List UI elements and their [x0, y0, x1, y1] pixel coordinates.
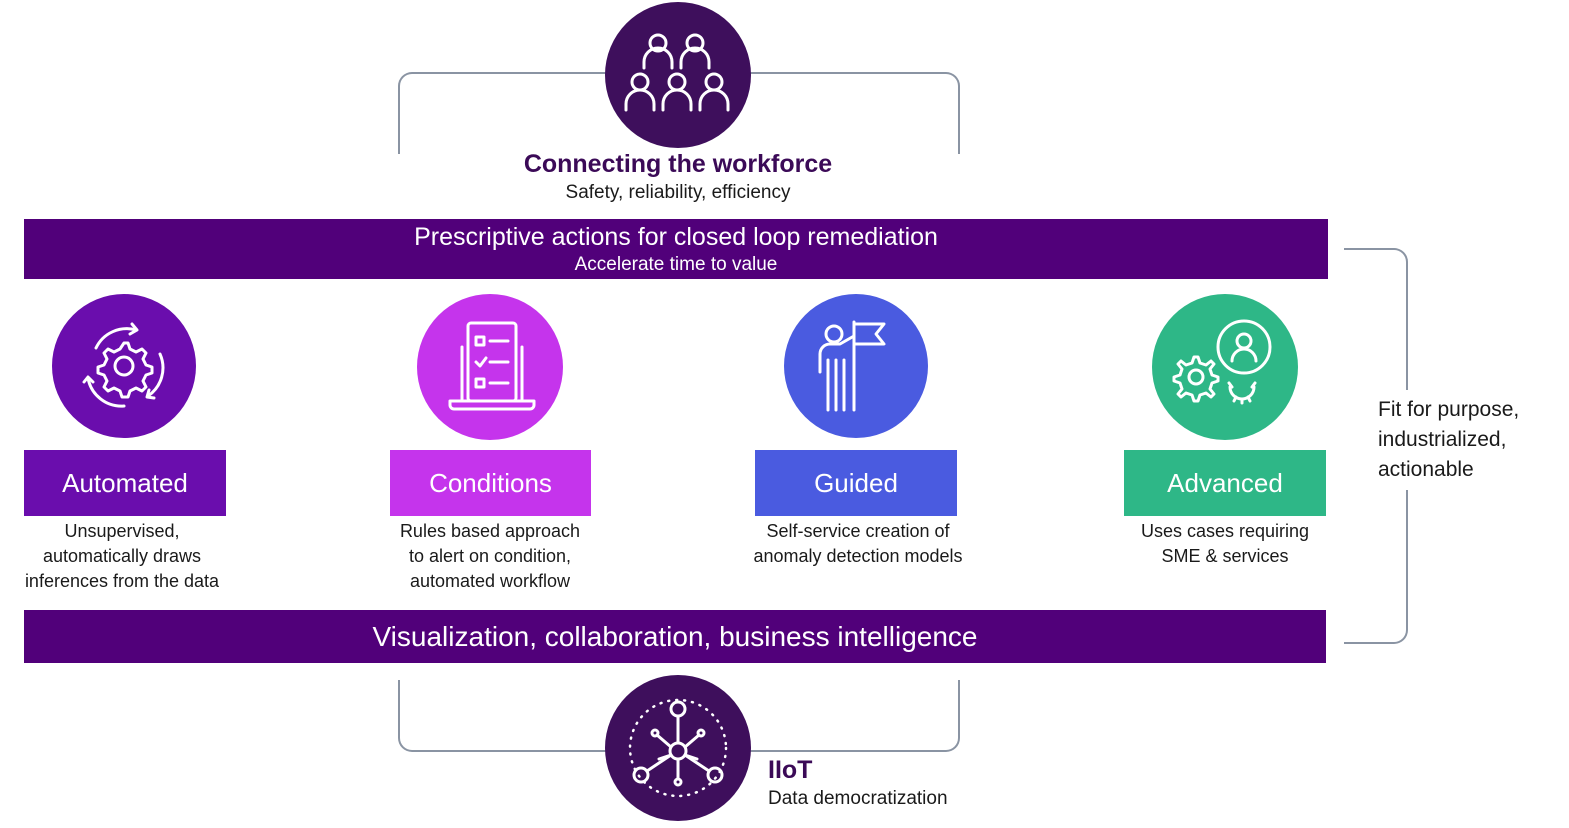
automated-label: Automated	[24, 450, 226, 516]
automated-label-text: Automated	[62, 467, 188, 498]
iiot-circle	[605, 675, 751, 821]
guided-circle	[784, 294, 928, 438]
automated-circle	[52, 294, 196, 438]
gears-person-icon	[1172, 319, 1272, 405]
top-subtitle: Safety, reliability, efficiency	[565, 182, 791, 203]
prescriptive-subtitle: Accelerate time to value	[574, 254, 778, 275]
prescriptive-title: Prescriptive actions for closed loop rem…	[414, 223, 938, 251]
automated-desc: Unsupervised, automatically draws infere…	[24, 521, 220, 591]
conditions-label: Conditions	[390, 450, 591, 516]
guided-label: Guided	[755, 450, 957, 516]
visualization-band: Visualization, collaboration, business i…	[24, 610, 1326, 663]
advanced-label-text: Advanced	[1167, 467, 1283, 498]
side-note: Fit for purpose, industrialized, actiona…	[1378, 398, 1520, 481]
bottom-title: IIoT	[768, 756, 813, 784]
side-note-mask	[1370, 390, 1540, 490]
bottom-subtitle: Data democratization	[768, 788, 948, 809]
conditions-circle	[417, 294, 563, 440]
guided-desc: Self-service creation of anomaly detecti…	[753, 521, 963, 566]
people-group-icon	[624, 33, 730, 112]
advanced-circle	[1152, 294, 1298, 440]
top-title: Connecting the workforce	[523, 150, 833, 178]
checklist-laptop-icon	[448, 321, 536, 411]
advanced-label: Advanced	[1124, 450, 1326, 516]
network-hub-icon	[628, 698, 728, 798]
visualization-title: Visualization, collaboration, business i…	[372, 620, 978, 652]
conditions-desc: Rules based approach to alert on conditi…	[399, 521, 581, 591]
prescriptive-band: Prescriptive actions for closed loop rem…	[24, 219, 1328, 279]
person-flag-icon	[818, 320, 886, 412]
gear-cycle-icon	[82, 322, 165, 408]
advanced-desc: Uses cases requiring SME & services	[1140, 521, 1310, 566]
guided-label-text: Guided	[814, 467, 898, 498]
workforce-circle	[605, 2, 751, 148]
conditions-label-text: Conditions	[429, 467, 552, 498]
